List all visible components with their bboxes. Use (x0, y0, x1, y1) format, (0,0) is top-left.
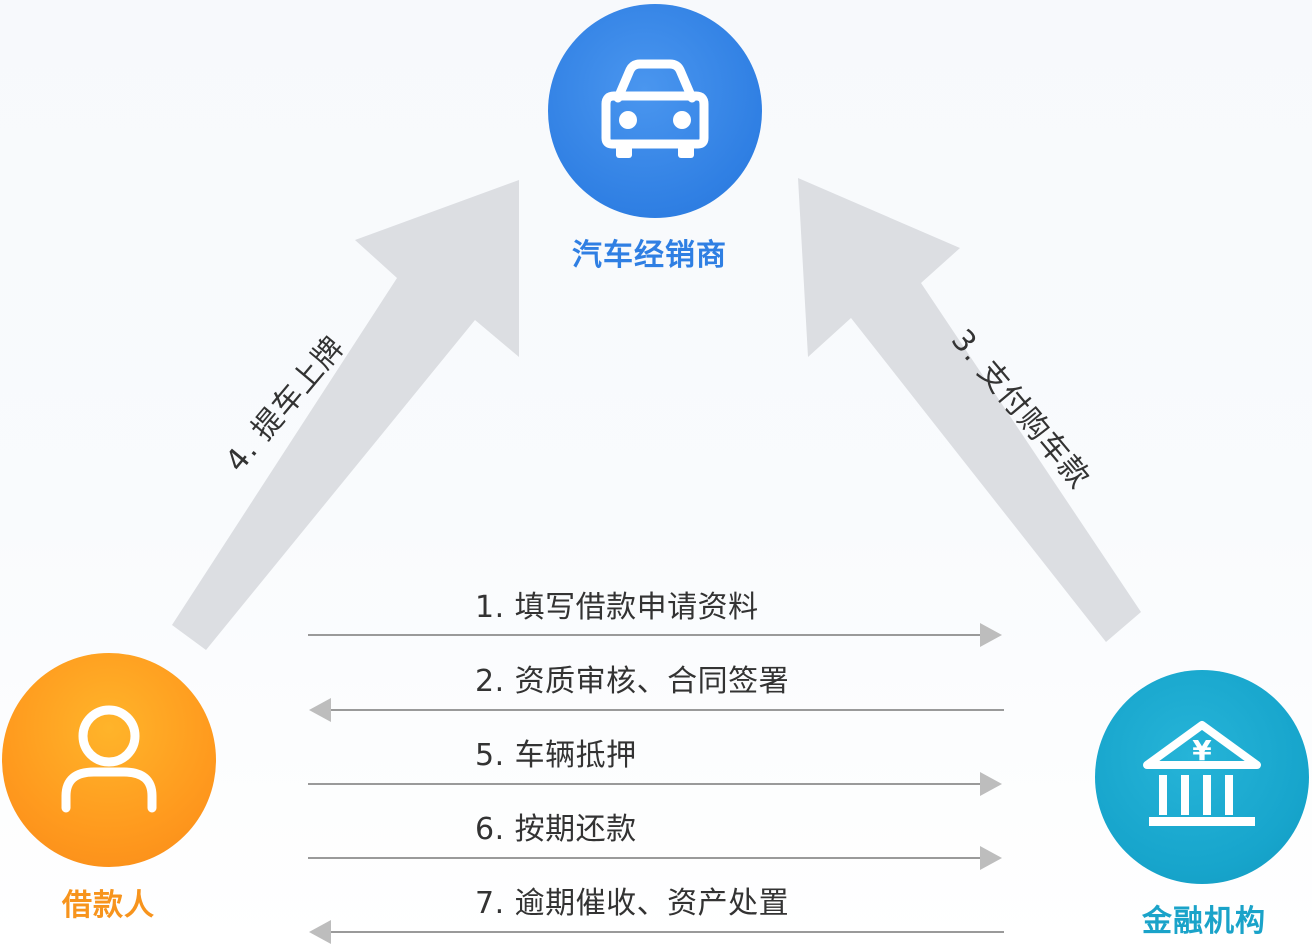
flow-arrow-6 (308, 846, 1002, 870)
step3-arrow (798, 178, 1141, 642)
flow-arrow-7 (309, 920, 1004, 944)
flow-label-7: 7. 逾期催收、资产处置 (475, 886, 790, 921)
dealer-label: 汽车经销商 (572, 238, 727, 273)
flow-label-1: 1. 填写借款申请资料 (475, 590, 759, 625)
borrower-label: 借款人 (62, 888, 155, 923)
flow-arrow-5 (308, 772, 1002, 796)
flow-label-2: 2. 资质审核、合同签署 (475, 664, 790, 699)
flow-arrow-1 (308, 623, 1002, 647)
flow-label-5: 5. 车辆抵押 (475, 738, 637, 773)
bank-label: 金融机构 (1142, 904, 1266, 939)
flow-label-6: 6. 按期还款 (475, 812, 637, 847)
person-icon (61, 705, 157, 813)
yen-symbol: ¥ (1192, 734, 1212, 767)
bank-icon: ¥ (1143, 721, 1261, 826)
dealer-node (548, 4, 762, 218)
step4-arrow (172, 180, 519, 650)
flow-arrow-2 (309, 698, 1004, 722)
car-icon (601, 59, 709, 158)
borrower-node (2, 653, 216, 867)
bank-node: ¥ (1095, 670, 1309, 884)
